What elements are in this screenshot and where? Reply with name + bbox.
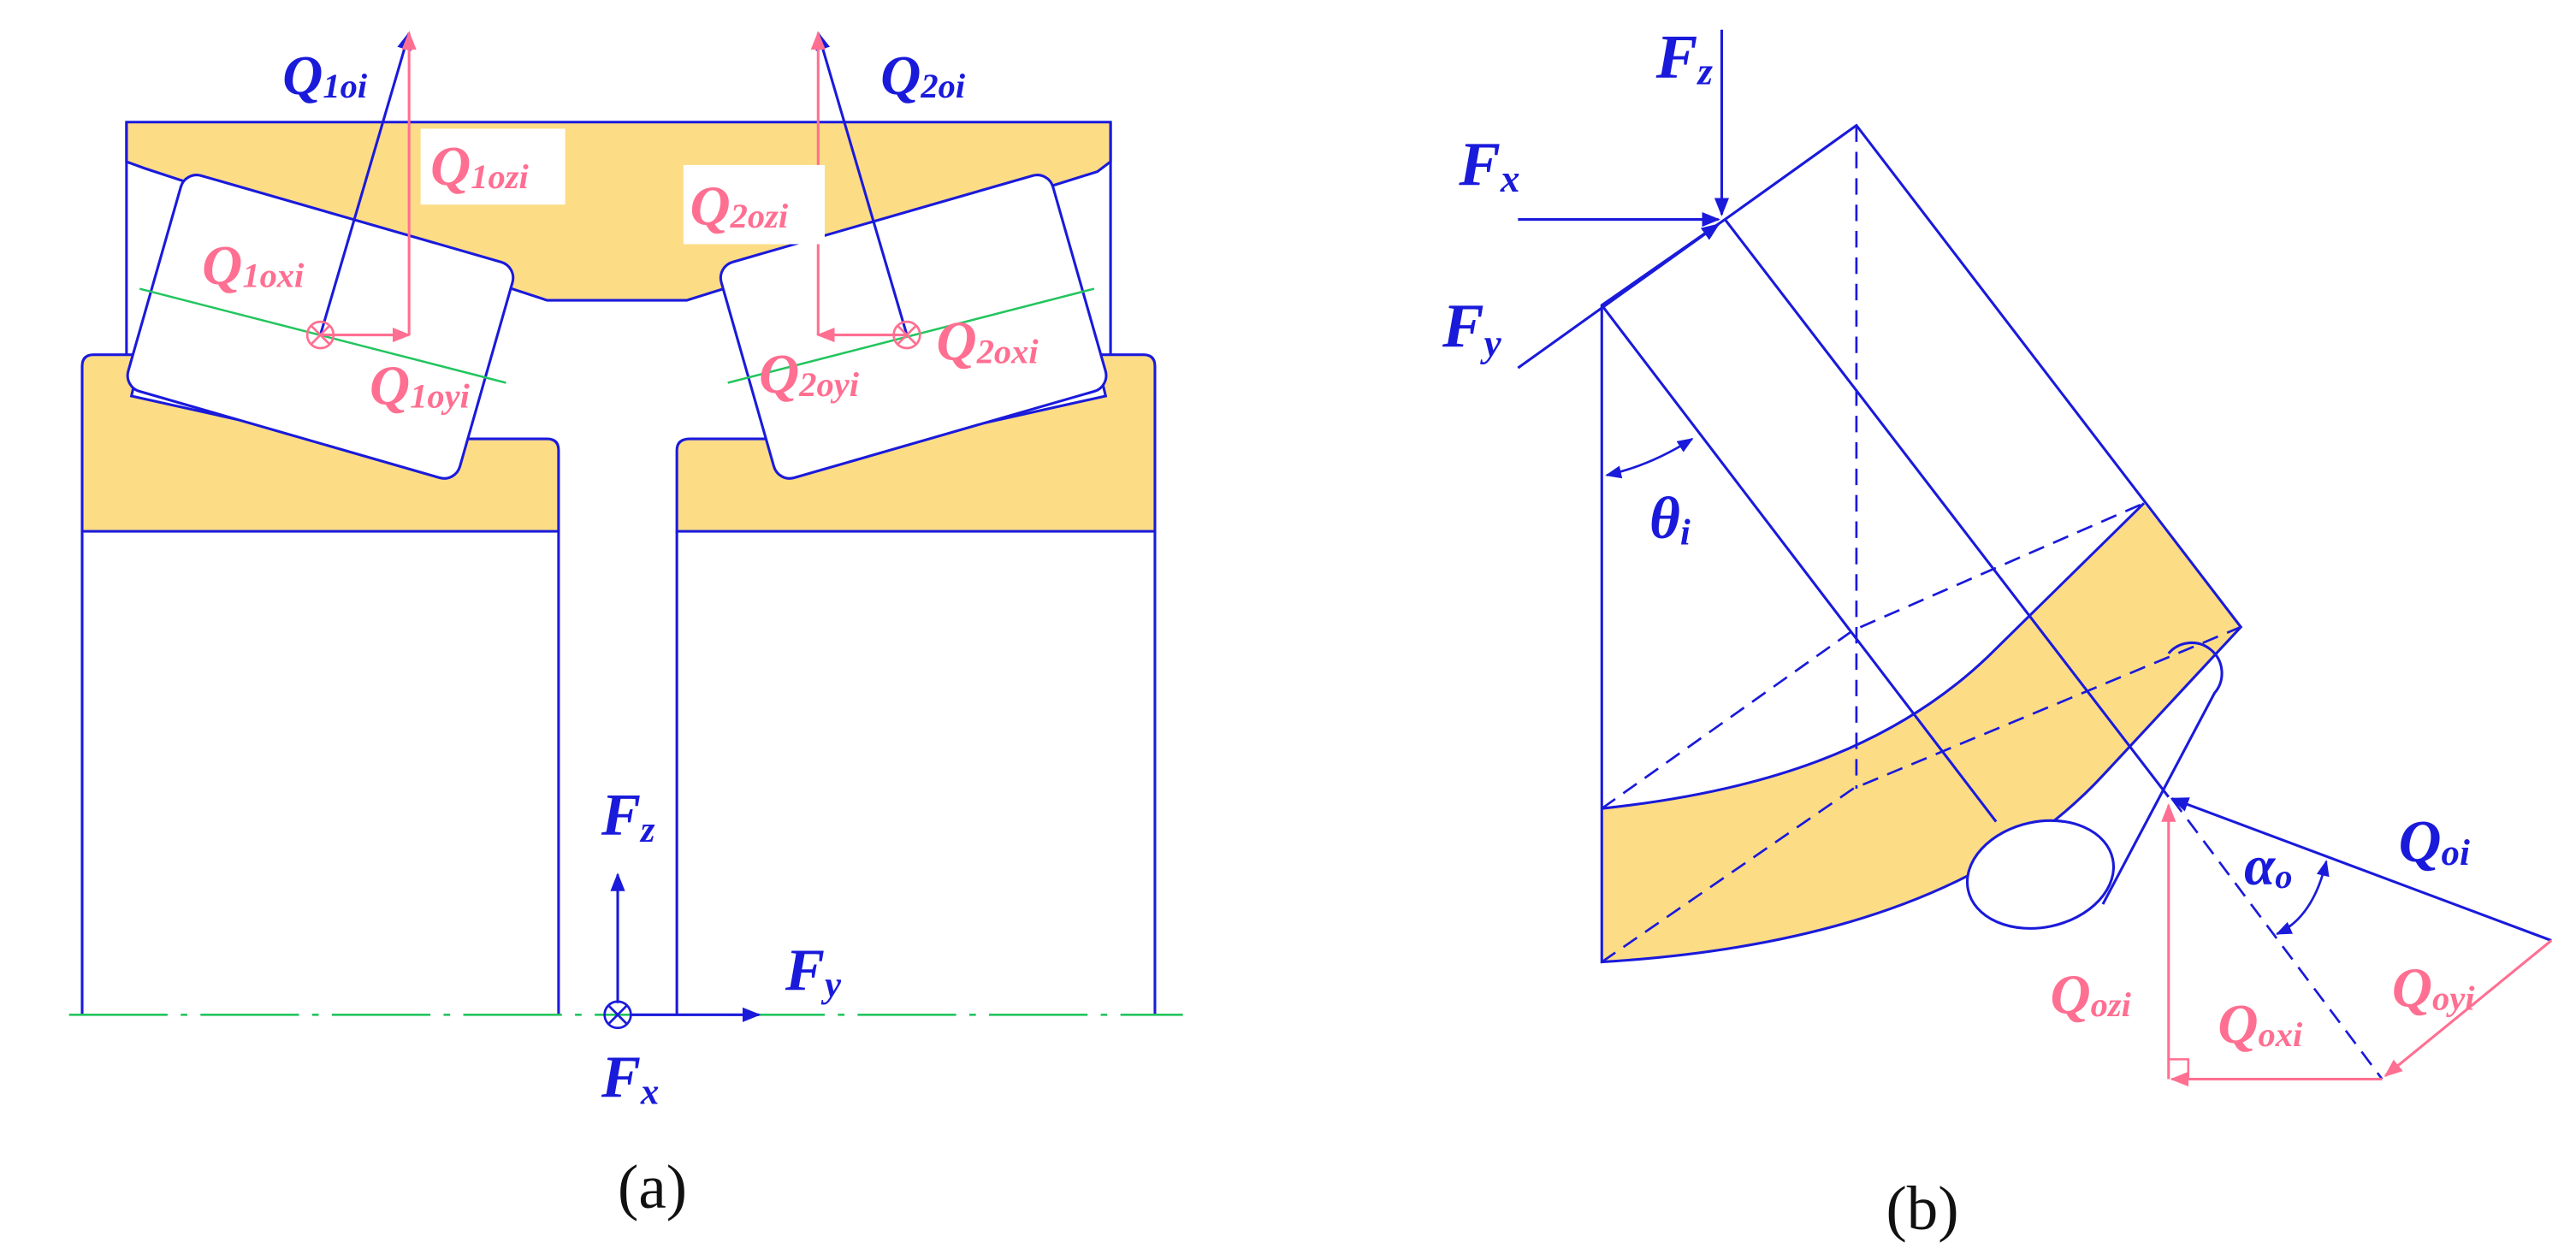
panel-b: Fz Fx Fy θi αo Qoi Qozi Qoxi Qoyi (b) — [1442, 22, 2553, 1243]
qoyi-arrow — [2384, 939, 2553, 1078]
roller-section-lines — [1601, 218, 2170, 823]
q1oxi-into-page-symbol — [305, 320, 335, 350]
normal-dashed-line — [2170, 797, 2384, 1080]
panel-a: Q1oi Q2oi Q1ozi Q2ozi Q1oxi Q1oyi Q2oxi … — [68, 31, 1183, 1221]
q2oi-label: Q2oi — [880, 45, 966, 107]
q2oxi-into-page-symbol — [892, 320, 921, 350]
qoi-arrow — [2170, 797, 2552, 942]
qoi-label: Qoi — [2399, 808, 2470, 874]
panel-a-caption: (a) — [618, 1152, 687, 1221]
q1ozi-label: Q1ozi — [430, 136, 529, 198]
hidden-edges — [1601, 125, 2241, 963]
raceway-arc — [1602, 502, 2146, 810]
raceway-outline — [1600, 123, 2243, 964]
roller-axis-right — [727, 287, 1095, 384]
fx-into-page-symbol — [603, 1000, 632, 1030]
q1oyi-label: Q1oyi — [370, 355, 471, 417]
fz-label-b: Fz — [1655, 22, 1714, 93]
fy-label-a: Fy — [785, 937, 842, 1005]
qoxi-label: Qoxi — [2218, 994, 2303, 1056]
q2ozi-label: Q2ozi — [690, 175, 789, 237]
theta-label: θi — [1649, 485, 1691, 553]
fx-label-b: Fx — [1458, 129, 1519, 200]
q1oi-arrow — [318, 31, 412, 336]
roller-body — [2101, 641, 2224, 905]
q1ozi-label-bg — [420, 128, 566, 205]
q1oi-label: Q1oi — [282, 45, 368, 107]
roller-left — [126, 174, 515, 480]
roller-end-ellipse — [1965, 819, 2116, 930]
bore-lines — [80, 531, 1157, 1015]
alpha-label: αo — [2244, 836, 2292, 897]
fy-label-b: Fy — [1442, 291, 1502, 365]
fz-label-a: Fz — [601, 782, 655, 850]
q2oxi-label: Q2oxi — [937, 311, 1039, 372]
qozi-label: Qozi — [2051, 964, 2132, 1026]
fy-arrow-b — [1517, 223, 1720, 370]
qoyi-label: Qoyi — [2392, 958, 2475, 1020]
right-angle-mark — [2168, 1058, 2190, 1080]
fx-label-a: Fx — [601, 1044, 660, 1113]
q2oi-arrow — [815, 31, 909, 336]
theta-arc — [1605, 437, 1694, 479]
q1oxi-label: Q1oxi — [202, 235, 305, 297]
q2oyi-label: Q2oyi — [759, 344, 860, 405]
alpha-arc — [2275, 860, 2330, 936]
raceway-surface — [1602, 503, 2241, 962]
q2ozi-label-bg — [683, 164, 825, 245]
panel-b-caption: (b) — [1886, 1174, 1958, 1243]
outer-ring-frame — [125, 121, 1112, 355]
